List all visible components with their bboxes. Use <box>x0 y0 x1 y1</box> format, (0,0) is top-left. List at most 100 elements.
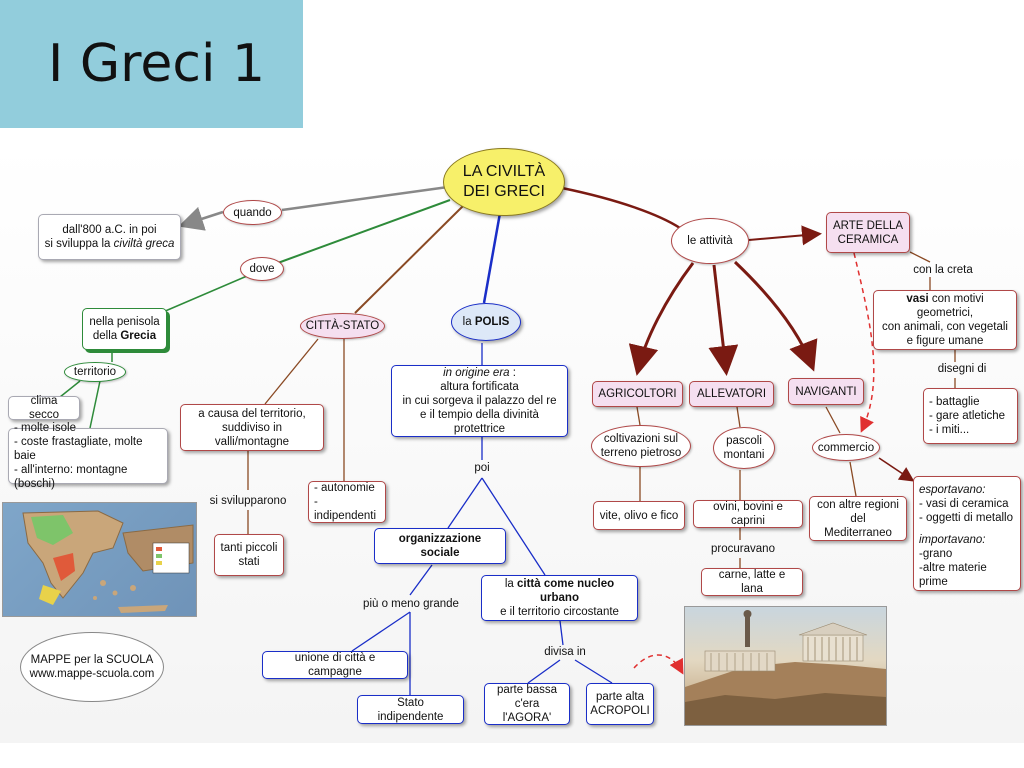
greece-map-image <box>2 502 197 617</box>
polis-bold: POLIS <box>474 316 510 328</box>
attivita-label: le attività <box>687 235 733 247</box>
prodotti-agr-label: vite, olivo e fico <box>599 509 679 522</box>
nucleo-box: la città come nucleo urbano e il territor… <box>481 575 638 621</box>
unione-text: unione di città e campagne <box>294 652 376 678</box>
naviganti-label: NAVIGANTI <box>795 385 857 398</box>
central-node: LA CIVILTÀ DEI GRECI <box>443 148 565 216</box>
acropolis-image <box>684 606 887 726</box>
prodotti-all-label: carne, latte e lana <box>718 569 786 595</box>
pascoli-line-1: pascoli <box>726 435 762 447</box>
citta-stato-label: CITTÀ-STATO <box>305 320 380 332</box>
slide-title: I Greci 1 <box>48 34 266 94</box>
con-creta-text: con la creta <box>913 264 973 276</box>
link-dove-label: dove <box>249 263 275 275</box>
result-line-2: stati <box>238 556 260 568</box>
procuravano-text: procuravano <box>711 543 775 555</box>
poi-text: poi <box>474 462 490 474</box>
feature-3: - all'interno: montagne (boschi) <box>14 464 128 490</box>
grecia-bold: Grecia <box>120 330 157 342</box>
animali-box: ovini, bovini e caprini <box>693 500 803 528</box>
allevatori-label: ALLEVATORI <box>696 388 767 400</box>
disegni-label: disegni di <box>930 362 994 376</box>
quando-line-1: dall'800 a.C. in poi <box>62 224 157 236</box>
polis-origin-box: in origine era : altura fortificata in c… <box>391 365 568 437</box>
bassa-line-1: parte bassa <box>496 684 558 696</box>
result-line-1: tanti piccoli <box>220 542 278 554</box>
stato-text: Stato indipendente <box>377 696 444 723</box>
territory-features-box: - molte isole - coste frastagliate, molt… <box>8 422 168 490</box>
coltivazioni-line-1: coltivazioni sul <box>603 433 679 445</box>
prodotti-agr-box: vite, olivo e fico <box>593 501 685 530</box>
coltivazioni-line-2: terreno pietroso <box>600 447 682 459</box>
feature-2: - coste frastagliate, molte baie <box>14 436 143 462</box>
grecia-line-2: della <box>92 330 121 342</box>
org-sociale-box: organizzazione sociale <box>374 528 506 564</box>
vasi-line-3: e figure umane <box>906 335 984 347</box>
citta-result-box: tanti piccoli stati <box>214 534 284 576</box>
origin-line-2: altura fortificata <box>440 381 519 393</box>
polis-prefix: la <box>462 316 475 328</box>
divisa-label: divisa in <box>538 645 592 659</box>
nucleo-bold: città come nucleo urbano <box>517 578 615 604</box>
con-creta-label: con la creta <box>906 263 980 277</box>
coltivazioni-node: coltivazioni sul terreno pietroso <box>591 425 691 467</box>
alta-line-1: parte alta <box>596 691 644 703</box>
origin-colon: : <box>509 367 516 379</box>
org-sociale-text: organizzazione sociale <box>398 533 482 559</box>
origin-italic: in origine era <box>443 367 510 379</box>
importa-2: -altre materie prime <box>919 562 987 588</box>
si-svilupparono-text: si svilupparono <box>209 495 287 507</box>
procuravano-label: procuravano <box>703 542 783 556</box>
polis-node: la POLIS <box>451 303 521 341</box>
commercio-node: commercio <box>812 434 880 461</box>
central-line-1: LA CIVILTÀ <box>462 163 546 180</box>
trait-1: - autonomie <box>314 482 375 494</box>
disegni-text: disegni di <box>937 363 987 375</box>
regioni-line-2: del Mediterraneo <box>824 512 892 539</box>
unione-box: unione di città e campagne <box>262 651 408 679</box>
divisa-text: divisa in <box>544 646 586 658</box>
link-dove: dove <box>240 257 284 281</box>
vasi-bold: vasi <box>906 293 929 305</box>
territorio-node: territorio <box>64 362 126 382</box>
vasi-box: vasi con motivi geometrici, con animali,… <box>873 290 1017 350</box>
esporta-1: - vasi di ceramica <box>919 498 1009 510</box>
vasi-line-2: con animali, con vegetali <box>882 321 1008 333</box>
scambi-box: esportavano: - vasi di ceramica - oggett… <box>913 476 1021 591</box>
territorio-label: territorio <box>73 366 117 378</box>
piu-meno-label: più o meno grande <box>356 597 466 611</box>
tema-3: - i miti... <box>929 424 970 436</box>
quando-box: dall'800 a.C. in poi si sviluppa la civi… <box>38 214 181 260</box>
slide-title-box: I Greci 1 <box>0 0 303 128</box>
tema-1: - battaglie <box>929 396 980 408</box>
nucleo-line-2: e il territorio circostante <box>500 606 619 618</box>
clima-box: clima secco <box>8 395 80 421</box>
clima-label: clima secco <box>28 395 60 421</box>
attivita-node: le attività <box>671 218 749 264</box>
si-svilupparono-label: si svilupparono <box>200 494 296 508</box>
citta-stato-node: CITTÀ-STATO <box>300 313 385 339</box>
central-line-2: DEI GRECI <box>463 183 545 200</box>
stato-box: Stato indipendente <box>357 695 464 724</box>
citta-traits-box: - autonomie- indipendenti <box>308 481 386 523</box>
allevatori-box: ALLEVATORI <box>689 381 774 407</box>
temi-box: - battaglie - gare atletiche - i miti... <box>923 388 1018 444</box>
credit-line-2: www.mappe-scuola.com <box>29 668 155 680</box>
agricoltori-label: AGRICOLTORI <box>598 388 677 400</box>
commercio-label: commercio <box>817 441 875 454</box>
link-quando: quando <box>223 200 282 225</box>
prodotti-all-box: carne, latte e lana <box>701 568 803 596</box>
importa-1: -grano <box>919 548 953 560</box>
pascoli-node: pascoli montani <box>713 427 775 469</box>
origin-line-4: e il tempio della divinità protettrice <box>420 409 539 435</box>
pascoli-line-2: montani <box>723 449 765 461</box>
tema-2: - gare atletiche <box>929 410 1006 422</box>
nucleo-prefix: la <box>504 578 517 590</box>
ceramica-line-2: CERAMICA <box>837 233 899 246</box>
ceramica-line-1: ARTE DELLA <box>832 219 904 232</box>
acropolis-drawing <box>685 610 886 725</box>
